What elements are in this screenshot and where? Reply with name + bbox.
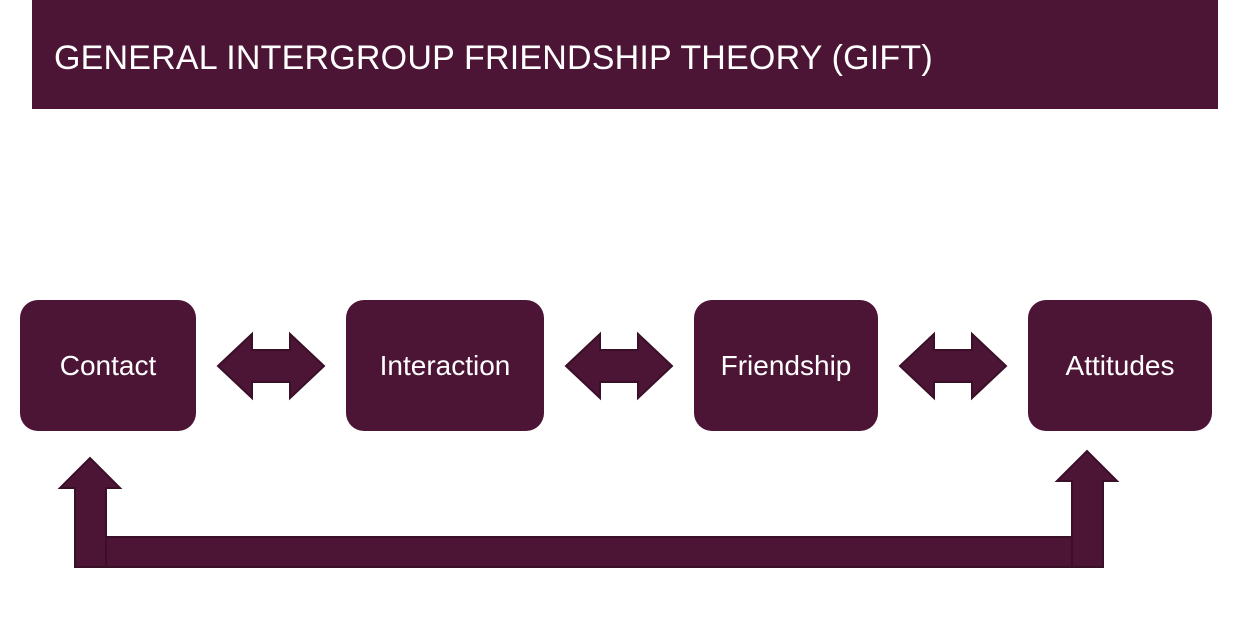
double-arrow-friendship-attitudes (898, 331, 1008, 401)
feedback-loop-bar (103, 536, 1104, 568)
double-arrow-interaction-friendship (564, 331, 674, 401)
title-banner: GENERAL INTERGROUP FRIENDSHIP THEORY (GI… (32, 0, 1218, 109)
node-friendship: Friendship (694, 300, 878, 431)
double-arrow-contact-interaction (216, 331, 326, 401)
up-arrow-to-contact (57, 456, 123, 568)
node-contact: Contact (20, 300, 196, 431)
page-title: GENERAL INTERGROUP FRIENDSHIP THEORY (GI… (54, 39, 933, 77)
node-attitudes: Attitudes (1028, 300, 1212, 431)
up-arrow-to-attitudes (1054, 449, 1120, 568)
node-interaction: Interaction (346, 300, 544, 431)
